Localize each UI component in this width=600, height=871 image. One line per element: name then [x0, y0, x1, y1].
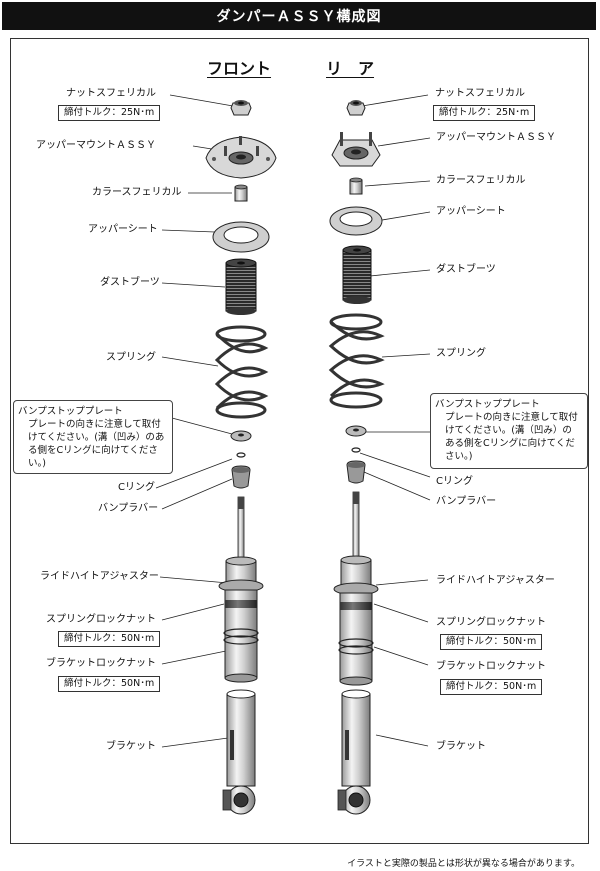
rear-collar-icon [349, 177, 363, 195]
rear-bracket-icon [337, 689, 371, 815]
front-dust-boot-icon [225, 258, 257, 315]
rear-upper-seat-icon [329, 206, 383, 236]
rear-label-c-ring: Cリング [436, 476, 473, 487]
front-upper-mount-icon [205, 136, 277, 179]
front-label-ride-height: ライドハイトアジャスター [40, 571, 159, 582]
rear-label-collar: カラースフェリカル [436, 175, 526, 186]
rear-ride-height-adjuster-icon [333, 555, 379, 596]
rear-label-bracket-lock: ブラケットロックナット [436, 661, 546, 672]
rear-torque-spring-lock: 締付トルク：50N･m [440, 634, 543, 650]
rear-note-body: プレートの向きに注意して取付けてください。(溝（凹み）のある側をCリングに向けて… [445, 412, 578, 462]
rear-piston-rod-icon [352, 491, 360, 561]
front-label-spring-lock: スプリングロックナット [46, 614, 156, 625]
rear-nut-icon [346, 100, 366, 116]
page-title: ダンパーＡＳＳＹ構成図 [2, 2, 596, 30]
front-note-title: バンプストッププレート [18, 406, 123, 417]
rear-parts [328, 100, 385, 815]
disclaimer-footer: イラストと実際の製品とは形状が異なる場合があります。 [347, 859, 580, 869]
rear-label-upper-mount: アッパーマウントＡＳＳＹ [436, 132, 556, 143]
rear-damper-body-icon [338, 592, 374, 686]
front-parts [205, 100, 277, 815]
front-torque-spring-lock: 締付トルク：50N･m [58, 631, 161, 647]
front-torque-bracket-lock: 締付トルク：50N･m [58, 676, 161, 692]
front-c-ring-icon [236, 452, 246, 458]
front-label-c-ring: Cリング [118, 482, 155, 493]
diagram-frame [10, 38, 589, 844]
front-bump-plate-note: バンプストッププレート プレートの向きに注意して取付けてください。(溝（凹み）の… [13, 400, 173, 474]
rear-label-ride-height: ライドハイトアジャスター [436, 575, 555, 586]
rear-bump-plate-note: バンプストッププレート プレートの向きに注意して取付けてください。(溝（凹み）の… [430, 393, 588, 469]
front-label-bracket-lock: ブラケットロックナット [46, 658, 156, 669]
front-spring-icon [214, 325, 269, 419]
rear-bump-plate-icon [345, 425, 367, 437]
front-bracket-icon [222, 689, 256, 815]
front-piston-rod-icon [237, 496, 245, 562]
rear-label-bump-rubber: バンプラバー [436, 496, 497, 507]
rear-c-ring-icon [351, 447, 361, 453]
rear-torque-nut: 締付トルク：25N･m [433, 105, 536, 121]
front-label-dust-boot: ダストブーツ [100, 277, 160, 288]
front-bump-rubber-icon [231, 465, 251, 489]
front-label-bump-rubber: バンプラバー [98, 503, 159, 514]
rear-dust-boot-icon [342, 245, 372, 304]
front-label-bracket: ブラケット [106, 741, 156, 752]
front-column-title: フロント [207, 59, 272, 78]
front-label-collar: カラースフェリカル [92, 187, 182, 198]
front-upper-seat-icon [212, 221, 270, 253]
rear-note-title: バンプストッププレート [435, 399, 540, 410]
front-label-spring: スプリング [106, 352, 156, 363]
front-label-upper-mount: アッパーマウントＡＳＳＹ [36, 140, 156, 151]
rear-label-upper-seat: アッパーシート [436, 206, 506, 217]
rear-spring-icon [328, 313, 385, 409]
front-label-upper-seat: アッパーシート [88, 224, 158, 235]
rear-label-bracket: ブラケット [436, 741, 486, 752]
rear-torque-bracket-lock: 締付トルク：50N･m [440, 679, 543, 695]
rear-label-spring-lock: スプリングロックナット [436, 617, 546, 628]
rear-label-spring: スプリング [436, 348, 486, 359]
rear-upper-mount-icon [331, 132, 381, 167]
front-nut-icon [230, 100, 252, 116]
rear-label-nut: ナットスフェリカル [435, 88, 525, 99]
front-note-body: プレートの向きに注意して取付けてください。(溝（凹み）のある側をCリングに向けて… [28, 419, 165, 469]
front-collar-icon [234, 184, 248, 202]
front-damper-body-icon [223, 589, 259, 683]
front-ride-height-adjuster-icon [218, 556, 264, 593]
rear-label-dust-boot: ダストブーツ [436, 264, 496, 275]
front-label-nut: ナットスフェリカル [66, 88, 156, 99]
rear-bump-rubber-icon [346, 460, 366, 484]
front-bump-plate-icon [230, 430, 252, 442]
front-torque-nut: 締付トルク：25N･m [58, 105, 161, 121]
rear-column-title: リ ア [326, 59, 375, 78]
